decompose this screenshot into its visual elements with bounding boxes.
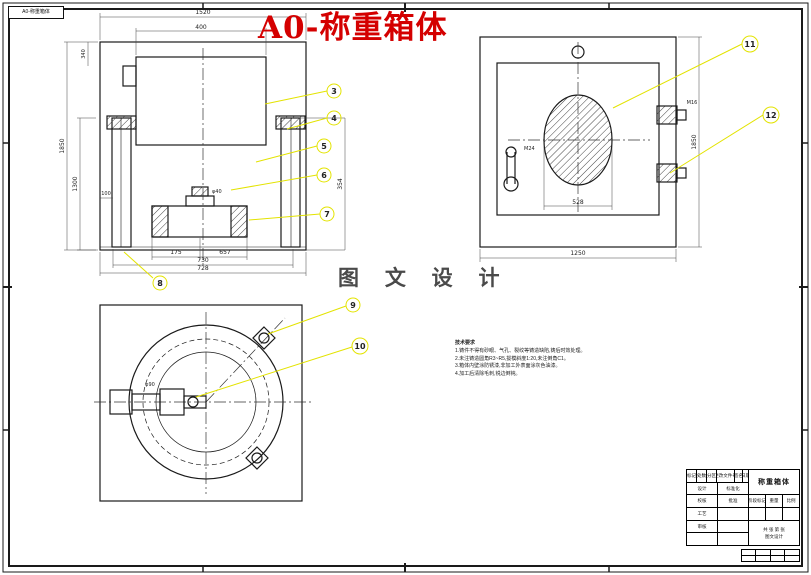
side-view [479,36,687,248]
callout-5[interactable]: 5 [321,142,327,151]
title-block-cell [718,508,748,520]
callout-8[interactable]: 8 [157,279,163,288]
sheet-info-cell: 共 张 第 张 图文设计 [749,521,799,545]
bottom-view [94,304,312,502]
callout-6[interactable]: 6 [321,171,327,180]
aux-cell [771,555,785,561]
company-name: 图文设计 [765,534,783,539]
title-block-cell: 批准 [728,498,738,504]
callout-3[interactable]: 3 [331,87,337,96]
title-block-cell [749,508,766,520]
technical-notes: 技术要求 1.铸件不得有砂眼、气孔、裂纹等铸造缺陷,铸后时效处理。 2.未注铸造… [455,340,645,379]
title-block-cell: 签名 [735,470,743,482]
notes-line: 2.未注铸造圆角R3~R5,拔模斜度1:20,未注倒角C1。 [455,355,569,362]
title-block-row: 工艺 [687,508,748,521]
title-block-cell: 审核 [687,520,718,533]
title-block-row: 阶段标记 重量 比例 [749,495,799,508]
sheet-info: 共 张 第 张 [763,526,785,532]
side-view-callouts [612,35,780,174]
aux-cell [742,555,757,561]
title-block-cell [687,533,718,546]
dim-side-bore: 528 [572,199,584,206]
side-view-dimensions [479,36,702,262]
title-block-cell: 校核 [687,495,718,508]
aux-cell [756,550,771,556]
title-block-row: 校核 批准 [687,495,748,509]
dim-front-right-height: 354 [337,178,344,190]
title-block-header-row: 标记 处数 分区 更改文件号 签名 日期 [687,470,748,483]
front-view-callouts [123,83,342,291]
dim-bottom-shaft: φ90 [145,382,155,388]
bottom-view-callouts [195,297,369,398]
notes-line: 3.箱体内壁涂防锈漆,非加工外表面涂灰色油漆。 [455,363,561,370]
dim-front-top-offset: 340 [81,49,87,59]
dim-side-width: 1250 [570,250,585,257]
title-block-aux-strip [741,549,800,562]
title-block-cell: 阶段标记 [749,495,766,507]
title-block-row [749,508,799,521]
notes-line: 4.加工后清除毛刺,锐边倒钝。 [455,371,521,377]
page-title: A0-称重箱体 [258,10,448,46]
dim-side-height: 1850 [691,134,698,149]
callout-4[interactable]: 4 [331,114,337,123]
title-block-name-area: 称重箱体 阶段标记 重量 比例 共 张 第 张 图文设计 [749,470,799,545]
title-block-cell: 处数 [697,470,707,482]
title-block-revision-area: 标记 处数 分区 更改文件号 签名 日期 设计 标准化 校核 批准 工艺 审核 [687,470,749,546]
title-block-cell: 标准化 [726,485,740,491]
dim-front-width: 1520 [195,9,210,16]
title-block: 标记 处数 分区 更改文件号 签名 日期 设计 标准化 校核 批准 工艺 审核 [686,469,800,546]
front-view [99,41,307,268]
title-block-cell: 工艺 [687,508,718,520]
callout-9[interactable]: 9 [350,301,356,310]
title-block-cell: 更改文件号 [717,470,735,482]
dim-front-post-height: 1300 [72,176,79,191]
callout-10[interactable]: 10 [354,342,366,351]
watermark-text: 图 文 设 计 [338,267,510,290]
dim-front-outer-width: 728 [197,265,209,272]
title-block-row: 审核 [687,520,748,534]
title-block-cell [718,533,748,545]
part-name: 称重箱体 [758,479,790,486]
title-block-cell [766,508,783,520]
dim-front-base-left: 175 [170,249,182,256]
aux-cell [784,550,799,556]
dim-front-inner-width: 730 [197,257,209,264]
title-block-cell [783,508,799,520]
dim-front-wall: 100 [101,191,111,197]
title-block-row [687,533,748,546]
title-block-row: 称重箱体 [749,470,799,495]
notes-title: 技术要求 [455,340,476,346]
dim-front-base-right: 657 [219,249,231,256]
callout-12[interactable]: 12 [765,111,776,120]
notes-line: 1.铸件不得有砂眼、气孔、裂纹等铸造缺陷,铸后时效处理。 [455,347,586,354]
corner-code-box: A0-称重箱体 [8,6,64,19]
title-block-row: 共 张 第 张 图文设计 [749,521,799,545]
aux-cell [742,550,757,556]
callout-7[interactable]: 7 [324,210,330,219]
dim-side-link: M24 [524,146,535,152]
dim-front-opening: 400 [195,24,207,31]
callout-11[interactable]: 11 [744,40,756,49]
title-block-cell: 设计 [687,482,718,495]
dim-side-bolt: M16 [687,100,698,106]
title-block-cell: 标记 [687,470,697,482]
title-block-cell: 比例 [786,498,796,503]
dim-front-shaft: φ40 [212,189,222,195]
title-block-cell: 日期 [743,472,748,478]
title-block-row: 设计 标准化 [687,482,748,496]
front-view-dimensions [64,13,346,276]
aux-cell [770,550,785,556]
title-block-cell: 重量 [766,495,783,507]
aux-cell [785,556,799,562]
aux-cell [756,555,771,561]
dim-front-height: 1850 [59,138,66,153]
title-block-cell [718,521,748,533]
title-block-cell: 分区 [707,470,717,482]
